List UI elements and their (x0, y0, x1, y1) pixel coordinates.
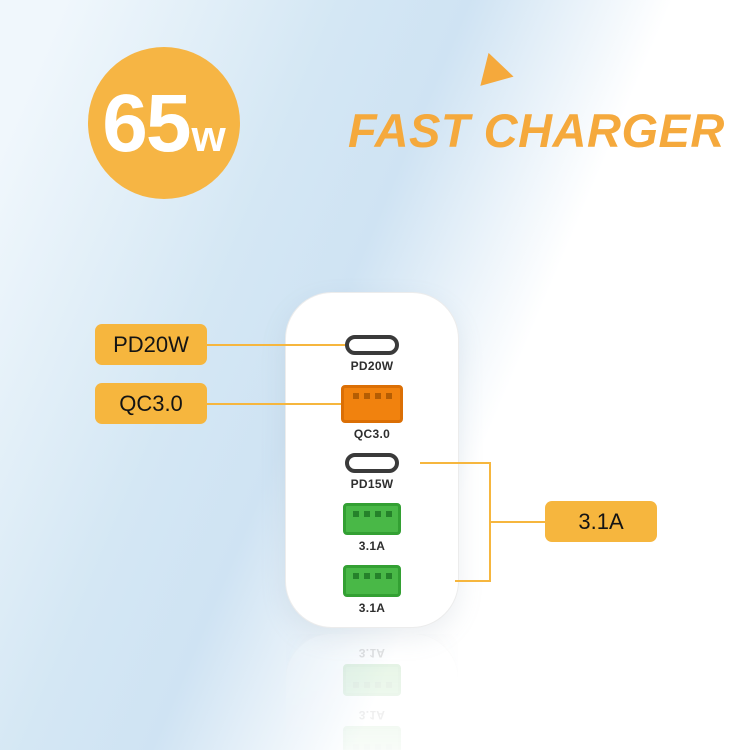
usb-pins (346, 573, 398, 579)
bracket-connector-line (489, 521, 545, 523)
bracket-bottom-line (455, 580, 489, 582)
usb-pin (352, 393, 359, 399)
usb-pin (374, 573, 381, 579)
callout-line-qc30 (207, 403, 341, 405)
usb-pin (363, 511, 370, 517)
page-title: FAST CHARGER (348, 104, 725, 157)
callout-pd20w: PD20W (95, 324, 207, 365)
usb-pin (352, 511, 359, 517)
port-label-pd15w: PD15W (350, 477, 394, 491)
port-group-qc30: QC3.0 (341, 385, 403, 441)
callout-qc30: QC3.0 (95, 383, 207, 424)
port-group-pd20w: PD20W (345, 335, 399, 373)
callout-line-pd20w (207, 344, 345, 346)
usb-pin (385, 511, 392, 517)
charger-body: PD20W QC3.0 PD15W (286, 293, 458, 627)
usb-c-port-pd15w (345, 453, 399, 473)
power-badge: 65 w (88, 47, 240, 199)
bracket-top-line (420, 462, 489, 464)
port-label-31a-1: 3.1A (358, 539, 386, 553)
usb-a-port-31a-2 (343, 565, 401, 597)
usb-pin (374, 511, 381, 517)
usb-c-port-pd20w (345, 335, 399, 355)
usb-pin (363, 573, 370, 579)
usb-pins (344, 393, 400, 399)
usb-pin (363, 393, 370, 399)
port-label-qc30: QC3.0 (353, 427, 391, 441)
power-unit: w (191, 112, 226, 161)
port-group-31a-2: 3.1A (343, 565, 401, 615)
usb-a-port-31a-1 (343, 503, 401, 535)
port-label-pd20w: PD20W (350, 359, 394, 373)
callout-31a: 3.1A (545, 501, 657, 542)
usb-pin (385, 393, 392, 399)
usb-pin (385, 573, 392, 579)
usb-a-port-qc30 (341, 385, 403, 423)
usb-pin (352, 573, 359, 579)
play-triangle-icon (480, 52, 518, 94)
port-group-31a-1: 3.1A (343, 503, 401, 553)
port-group-pd15w: PD15W (345, 453, 399, 491)
usb-pin (374, 393, 381, 399)
port-label-31a-2: 3.1A (358, 601, 386, 615)
power-value: 65 (102, 78, 191, 169)
usb-pins (346, 511, 398, 517)
